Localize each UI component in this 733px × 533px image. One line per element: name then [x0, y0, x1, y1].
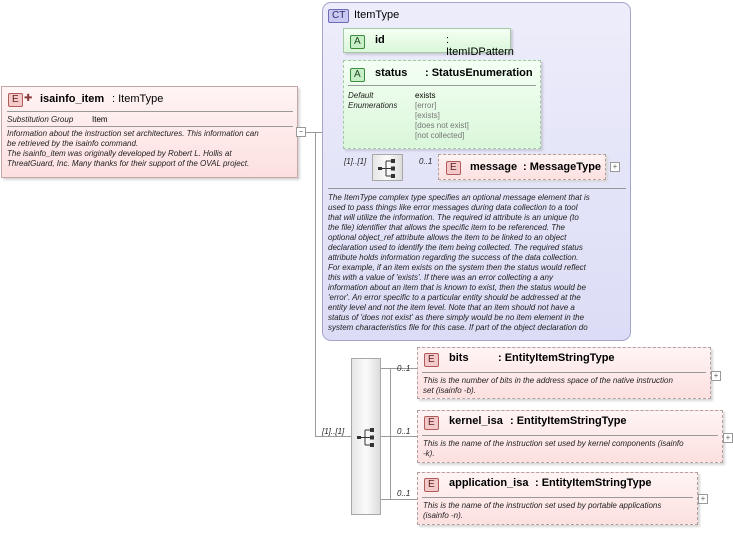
element-application-isa-name: application_isa: [449, 477, 529, 489]
element-message-card[interactable]: E message : MessageType: [438, 154, 606, 180]
attribute-id-card[interactable]: A id : ItemIDPattern: [343, 28, 514, 58]
connector-root: [298, 132, 316, 133]
enumeration-value: [not collected]: [415, 131, 465, 140]
child-cardinality: 0..1: [397, 427, 411, 436]
sequence-icon: [357, 428, 374, 447]
enumeration-value: [error]: [415, 101, 437, 110]
divider: [422, 372, 706, 373]
connector-to-ct: [315, 132, 323, 133]
sequence-cardinality: [1]..[1]: [322, 427, 345, 436]
sequence-compositor[interactable]: [372, 154, 403, 181]
element-bits-card[interactable]: E bits : EntityItemStringType This is th…: [417, 347, 711, 399]
expand-icon[interactable]: +: [723, 433, 733, 443]
element-badge: E: [424, 353, 439, 367]
element-badge: E: [424, 478, 439, 492]
attribute-status-type: : StatusEnumeration: [425, 67, 533, 79]
substitution-group-label: Substitution Group: [7, 115, 74, 124]
enumerations-label: Default: [348, 91, 374, 100]
root-documentation: Information about the instruction set ar…: [7, 129, 259, 168]
sequence-compositor[interactable]: [351, 358, 381, 515]
message-cardinality: 0..1: [419, 157, 433, 166]
divider: [328, 188, 626, 189]
attribute-id-type: : ItemIDPattern: [446, 34, 514, 58]
connector-seq2-spine: [390, 368, 391, 499]
root-element-name: isainfo_item: [40, 93, 105, 105]
attribute-id-name: id: [375, 34, 385, 46]
element-bits-documentation: This is the number of bits in the addres…: [423, 376, 673, 395]
enumeration-value: [does not exist]: [415, 121, 469, 130]
root-element-type: : ItemType: [112, 93, 164, 105]
element-badge: E: [424, 416, 439, 430]
element-application-isa-type: : EntityItemStringType: [535, 477, 652, 489]
element-bits-name: bits: [449, 352, 469, 364]
sequence-icon: [378, 159, 395, 178]
child-cardinality: 0..1: [397, 364, 411, 373]
complex-type-documentation: The ItemType complex type specifies an o…: [328, 193, 590, 332]
enumerations-label: Enumerations: [348, 101, 398, 110]
divider: [7, 126, 293, 127]
element-badge: E: [446, 161, 461, 175]
complex-type-badge: CT: [328, 9, 350, 23]
connector-seq2-bits: [380, 368, 417, 369]
expand-icon[interactable]: +: [711, 371, 721, 381]
expand-icon[interactable]: ✚: [24, 93, 33, 104]
element-message-type: : MessageType: [523, 161, 602, 173]
attribute-status-name: status: [375, 67, 408, 79]
element-kernel-isa-type: : EntityItemStringType: [510, 415, 627, 427]
connector-to-seq2: [315, 436, 352, 437]
collapse-icon[interactable]: −: [296, 127, 306, 137]
element-kernel-isa-documentation: This is the name of the instruction set …: [423, 439, 684, 458]
divider: [348, 85, 536, 86]
attribute-badge: A: [350, 35, 365, 49]
element-kernel-isa-name: kernel_isa: [449, 415, 503, 427]
element-message-name: message: [470, 161, 518, 173]
divider: [7, 111, 293, 112]
complex-type-card[interactable]: CT ItemType A id : ItemIDPattern A statu…: [322, 2, 631, 341]
element-bits-type: : EntityItemStringType: [498, 352, 615, 364]
connector-seq2-app: [380, 499, 417, 500]
element-application-isa-card[interactable]: E application_isa : EntityItemStringType…: [417, 472, 698, 525]
sequence-cardinality: [1]..[1]: [344, 157, 367, 166]
connector-trunk: [315, 132, 316, 437]
root-element-card[interactable]: E ✚ isainfo_item : ItemType Substitution…: [1, 86, 298, 178]
element-application-isa-documentation: This is the name of the instruction set …: [423, 501, 662, 520]
divider: [422, 497, 693, 498]
enumeration-value: [exists]: [415, 111, 440, 120]
attribute-status-card[interactable]: A status : StatusEnumeration Default Enu…: [343, 60, 541, 149]
expand-icon[interactable]: +: [698, 494, 708, 504]
connector-seq2-kernel: [380, 436, 417, 437]
element-badge: E: [8, 93, 23, 107]
child-cardinality: 0..1: [397, 489, 411, 498]
attribute-badge: A: [350, 68, 365, 82]
substitution-group-value: Item: [92, 115, 108, 124]
divider: [422, 435, 718, 436]
expand-icon[interactable]: +: [610, 162, 620, 172]
complex-type-name: ItemType: [354, 9, 400, 21]
enumeration-default: exists: [415, 91, 436, 100]
element-kernel-isa-card[interactable]: E kernel_isa : EntityItemStringType This…: [417, 410, 723, 463]
